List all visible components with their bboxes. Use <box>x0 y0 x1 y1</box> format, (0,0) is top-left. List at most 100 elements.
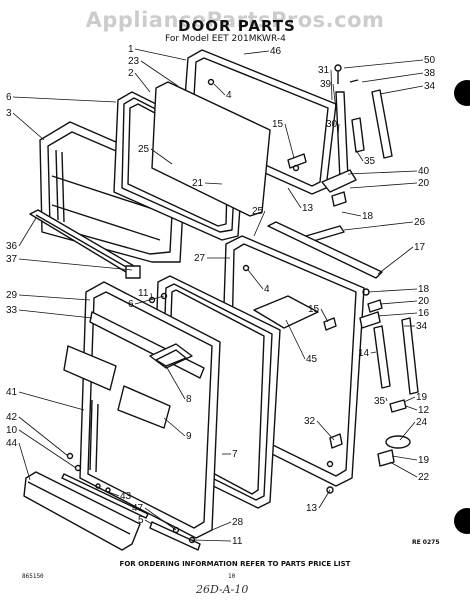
leader-line-c39 <box>332 83 337 111</box>
callout-c13b: 13 <box>306 503 318 514</box>
leader-line-c4b <box>247 269 264 290</box>
leader-line-c4a <box>213 83 226 96</box>
diagram-title: DOOR PARTS <box>178 17 296 35</box>
callout-c1: 1 <box>128 44 134 55</box>
callout-c19a: 19 <box>416 392 428 403</box>
leader-line-c28 <box>211 521 232 531</box>
upper-hinge-assembly <box>321 64 393 207</box>
leader-line-c12 <box>405 405 418 411</box>
callout-c7: 7 <box>232 449 238 460</box>
callout-c15a: 15 <box>272 119 284 130</box>
leader-line-c21 <box>204 182 223 185</box>
callout-c38: 38 <box>424 68 436 79</box>
callout-c6b: 6 <box>128 299 134 310</box>
leader-line-c1 <box>134 48 187 61</box>
leader-line-c18a <box>341 211 362 217</box>
leader-line-c25b <box>253 210 266 237</box>
binder-hole-bottom <box>454 508 470 534</box>
leader-line-c11a <box>150 292 153 301</box>
leader-line-c40 <box>347 170 418 175</box>
leader-line-c20a <box>349 182 418 189</box>
leader-line-c29 <box>18 294 91 301</box>
ordering-info-footer: FOR ORDERING INFORMATION REFER TO PARTS … <box>119 560 351 568</box>
watermark: AppliancePartsPros.com <box>85 8 385 32</box>
leader-line-c34a <box>379 85 424 95</box>
callout-c16: 16 <box>418 308 430 319</box>
leader-line-c44 <box>18 442 31 481</box>
callout-c11a: 11 <box>138 288 149 299</box>
leader-line-c47 <box>144 507 177 531</box>
door-bottom-bar <box>23 452 201 551</box>
callout-c36: 36 <box>6 241 18 252</box>
callout-c27: 27 <box>194 253 206 264</box>
leader-line-c50 <box>343 59 424 69</box>
catalog-number: 865150 <box>22 573 44 580</box>
leader-line-c17 <box>377 246 414 275</box>
leader-line-c23 <box>140 60 179 87</box>
leader-line-c14 <box>370 351 377 354</box>
leader-line-c6 <box>12 96 117 103</box>
callout-c13a: 13 <box>302 203 314 214</box>
figure-reference-code: RE 0275 <box>412 539 440 546</box>
bottom-trim-strip <box>29 209 141 279</box>
callout-c2: 2 <box>128 68 134 79</box>
leader-line-c2 <box>134 72 151 93</box>
callout-c18a: 18 <box>362 211 374 222</box>
leader-line-c46 <box>243 50 270 55</box>
leader-line-c33 <box>18 309 93 319</box>
leader-line-c38 <box>361 72 424 83</box>
leader-line-c15a <box>284 123 295 159</box>
callout-c20b: 20 <box>418 296 430 307</box>
leader-line-c36 <box>18 217 37 247</box>
callout-c8: 8 <box>186 394 192 405</box>
callout-c19b: 19 <box>418 455 430 466</box>
callout-c14: 14 <box>358 348 370 359</box>
callout-c5: 5 <box>138 515 144 526</box>
callout-c21: 21 <box>192 178 204 189</box>
leader-line-c42 <box>18 416 69 457</box>
callout-c12: 12 <box>418 405 430 416</box>
leader-line-c30 <box>337 123 340 137</box>
leader-line-c35a <box>355 149 364 162</box>
leader-line-c43 <box>97 487 120 497</box>
leader-line-c11b <box>191 539 232 542</box>
callout-c22: 22 <box>418 472 430 483</box>
callout-c33: 33 <box>6 305 18 316</box>
callout-c34a: 34 <box>424 81 436 92</box>
freezer-door-panel <box>151 49 337 217</box>
leader-line-c22 <box>389 461 418 478</box>
leader-line-c45 <box>285 319 306 360</box>
callout-c44: 44 <box>6 438 18 449</box>
callout-c9: 9 <box>186 431 192 442</box>
leader-line-c18b <box>367 288 418 293</box>
callout-c42: 42 <box>6 412 18 423</box>
leader-line-c5 <box>144 519 153 525</box>
leader-line-c20b <box>379 300 418 305</box>
callout-c45: 45 <box>306 354 318 365</box>
page-number: 10 <box>228 573 236 580</box>
callout-c47: 47 <box>132 503 144 514</box>
callout-c31: 31 <box>318 65 330 76</box>
callout-c4a: 4 <box>226 90 232 101</box>
callout-c26: 26 <box>414 217 426 228</box>
leader-line-c25a <box>150 148 173 165</box>
callout-c29: 29 <box>6 290 18 301</box>
diagram-subtitle: For Model EET 201MKWR-4 <box>165 34 286 44</box>
leader-line-c19a <box>403 396 416 403</box>
callout-c41: 41 <box>6 387 18 398</box>
leader-line-c26 <box>343 221 414 231</box>
door-top-strip <box>267 221 383 279</box>
binder-hole-top <box>454 80 470 106</box>
callout-c46: 46 <box>270 46 282 57</box>
callout-c24: 24 <box>416 417 428 428</box>
handwritten-note: 26D-A-10 <box>196 583 249 596</box>
callout-c10: 10 <box>6 425 18 436</box>
callout-c34b: 34 <box>416 321 428 332</box>
leader-line-c41 <box>18 391 85 411</box>
callout-c35a: 35 <box>364 156 376 167</box>
leader-line-c8 <box>165 365 186 400</box>
leader-line-c6b <box>134 295 165 305</box>
